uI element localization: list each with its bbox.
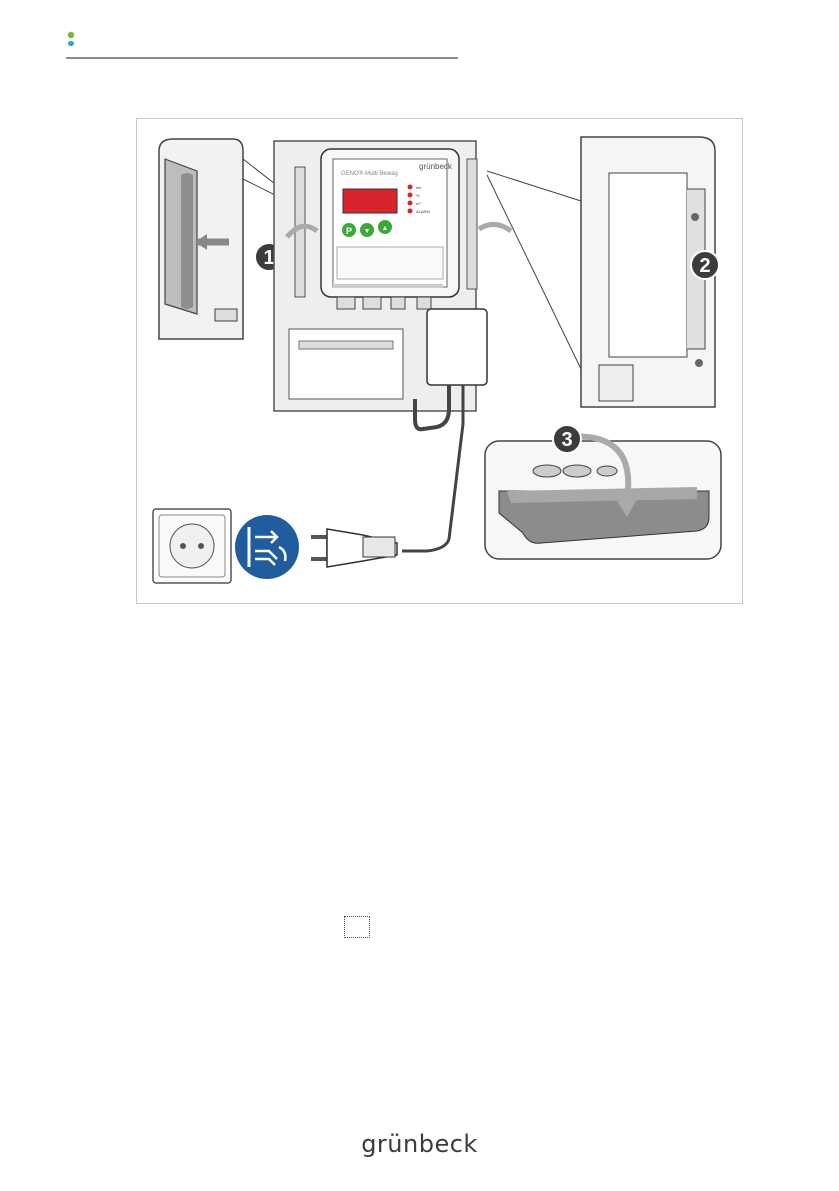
- image-placeholder: [344, 916, 370, 938]
- control-unit: GENO®-Multi Bewag grünbeck ein % m³ ALAR…: [295, 149, 477, 309]
- device-brand-label: grünbeck: [419, 162, 453, 171]
- brand-mark-icon: [66, 30, 76, 50]
- svg-text:%: %: [416, 193, 420, 198]
- cover-side-detail: [159, 139, 243, 339]
- wall-socket-icon: [153, 509, 231, 583]
- svg-text:ein: ein: [416, 185, 421, 190]
- bottom-cover-detail: [485, 437, 721, 559]
- svg-text:m³: m³: [416, 201, 421, 206]
- svg-text:▼: ▼: [364, 228, 371, 235]
- installation-figure: 1 GENO®-Multi Bewag grünbeck ein % m³ AL…: [136, 118, 743, 604]
- header-divider: [66, 57, 458, 59]
- svg-text:ALARM: ALARM: [416, 209, 430, 214]
- footer-brand-logo: grünbeck: [0, 1130, 839, 1158]
- disconnect-mains-plug-icon: [235, 515, 299, 579]
- svg-text:P: P: [346, 226, 352, 236]
- power-supply: [427, 309, 487, 385]
- svg-text:▲: ▲: [382, 225, 389, 232]
- device-model-label: GENO®-Multi Bewag: [341, 170, 398, 177]
- installation-illustration: 1 GENO®-Multi Bewag grünbeck ein % m³ AL…: [137, 119, 742, 603]
- mains-plug-icon: [311, 529, 397, 567]
- callout-1-label: 1: [263, 247, 274, 269]
- callout-3-label: 3: [561, 429, 572, 451]
- callout-2-label: 2: [699, 255, 710, 277]
- callout-2: 2: [691, 251, 719, 279]
- callout-3: 3: [553, 425, 581, 453]
